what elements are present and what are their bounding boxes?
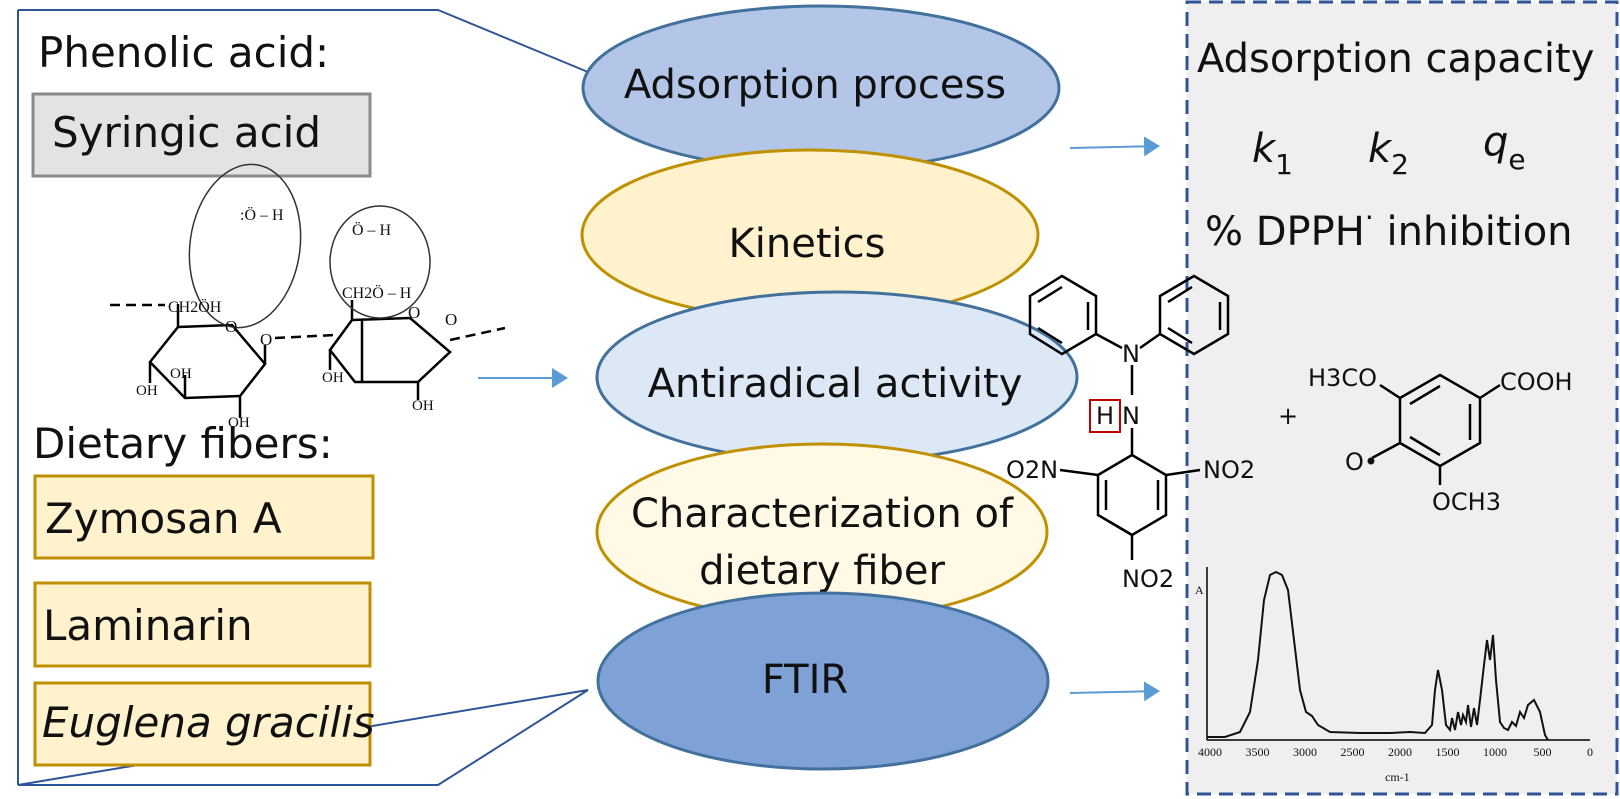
polysaccharide-labels: :Ö – H Ö – H CH2ÖH CH2Ö – H O O O O OH O… [136, 206, 457, 431]
dpph-o2n: O2N [1006, 456, 1058, 484]
syringic-acid-label: Syringic acid [52, 108, 321, 157]
label-oh-top-left: :Ö – H [240, 206, 284, 224]
label-ring1-o: O [225, 317, 237, 336]
label-oh-4: OH [322, 370, 344, 386]
syr-o-radical: O• [1345, 448, 1378, 476]
syringic-radical-molecule [1371, 373, 1501, 485]
ftir-tick-label: 4000 [1198, 745, 1222, 759]
kinetic-params: k1 k2 qe [1252, 119, 1526, 181]
label-ch2o-right: CH2Ö – H [342, 284, 412, 302]
fiber-box-laminarin [33, 581, 372, 668]
syr-cooh: COOH [1500, 368, 1573, 396]
ftir-tick-label: 0 [1587, 745, 1593, 759]
label-bridge-o: O [260, 330, 272, 349]
fiber-label-euglena: Euglena gracilis [42, 698, 375, 747]
ellipse-label-characterization-line2: dietary fiber [699, 548, 945, 594]
syr-och3: OCH3 [1432, 488, 1501, 516]
dpph-n-lower: N [1122, 402, 1140, 430]
fiber-label-zymosan: Zymosan A [45, 494, 282, 543]
ftir-curve [1207, 570, 1549, 741]
dpph-n-upper: N [1122, 340, 1140, 368]
fiber-label-laminarin: Laminarin [43, 601, 253, 650]
ftir-tick-label: 2000 [1388, 745, 1412, 759]
fiber-box-euglena [33, 681, 372, 767]
ftir-tick-label: 1500 [1436, 745, 1460, 759]
label-oh-5: OH [412, 398, 434, 414]
param-k2: k2 [1368, 126, 1409, 181]
label-oh-3: OH [228, 415, 250, 431]
param-k1: k1 [1252, 126, 1293, 181]
ellipse-label-kinetics: Kinetics [729, 221, 886, 267]
dpph-molecule [1028, 274, 1230, 560]
dpph-no2-bottom: NO2 [1122, 565, 1174, 593]
label-ring2-right-o: O [445, 310, 457, 329]
polysaccharide-structure [110, 163, 506, 418]
ellipse-label-antiradical: Antiradical activity [648, 361, 1023, 407]
ftir-y-label: A [1195, 583, 1204, 597]
syringic-acid-box [31, 92, 372, 178]
dietary-fibers-heading: Dietary fibers: [33, 419, 333, 468]
ftir-tick-label: 2500 [1341, 745, 1365, 759]
ellipse-label-ftir: FTIR [762, 657, 848, 703]
ftir-spectrum: A 4000 3500 3000 2500 2000 1500 1000 500 0 cm-1 [1195, 567, 1593, 784]
ftir-tick-label: 1000 [1483, 745, 1507, 759]
process-ellipses: Adsorption process Kinetics Antiradical … [580, 4, 1079, 771]
syringic-radical-labels: H3CO COOH O• OCH3 [1308, 364, 1573, 516]
dpph-inhibition-label: % DPPH· inhibition [1205, 201, 1573, 255]
ftir-tick-label: 500 [1534, 745, 1552, 759]
dpph-h-box [1089, 399, 1121, 433]
syr-h3co: H3CO [1308, 364, 1377, 392]
label-oh-2: OH [170, 366, 192, 382]
reaction-plus: + [1278, 402, 1298, 430]
label-oh-1: OH [136, 383, 158, 399]
ftir-x-label: cm-1 [1385, 770, 1410, 784]
ftir-tick-label: 3000 [1293, 745, 1317, 759]
adsorption-capacity-title: Adsorption capacity [1197, 36, 1594, 82]
ellipse-ftir [596, 591, 1050, 771]
phenolic-acid-heading: Phenolic acid: [38, 28, 329, 77]
label-ch2oh-left: CH2ÖH [168, 298, 222, 316]
arrow-to-ftir-spectrum [1069, 681, 1160, 702]
fiber-box-zymosan [33, 474, 375, 560]
dpph-no2-right: NO2 [1203, 456, 1255, 484]
label-oh-top-right: Ö – H [352, 221, 392, 239]
ftir-x-ticks: 4000 3500 3000 2500 2000 1500 1000 500 0 [1198, 745, 1593, 759]
ftir-tick-label: 3500 [1246, 745, 1270, 759]
dpph-h-boxed: H [1096, 402, 1114, 430]
ellipse-label-adsorption: Adsorption process [624, 62, 1006, 108]
dpph-labels: N N H O2N NO2 NO2 + [1006, 340, 1298, 593]
param-qe: qe [1483, 119, 1526, 176]
label-ring2-o: O [408, 303, 420, 322]
ellipse-label-characterization-line1: Characterization of [631, 491, 1014, 537]
arrow-to-adsorption-capacity [1069, 136, 1160, 157]
